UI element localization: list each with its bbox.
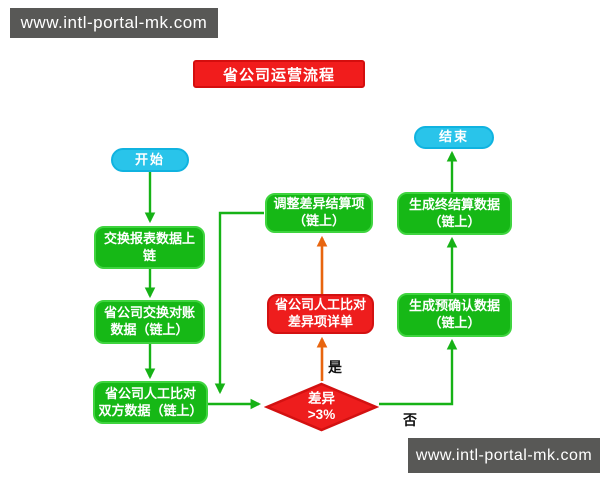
edge-label-no: 否 bbox=[403, 412, 417, 428]
flow-title: 省公司运营流程 bbox=[193, 60, 365, 88]
watermark-bottom-text: www.intl-portal-mk.com bbox=[415, 446, 593, 464]
node-pre-confirm: 生成预确认数据 （链上） bbox=[397, 293, 512, 337]
node-manual-compare-diff-label: 省公司人工比对 差异项详单 bbox=[274, 297, 366, 329]
node-start-label: 开始 bbox=[134, 151, 165, 167]
edge-label-yes: 是 bbox=[328, 359, 342, 375]
flow-title-text: 省公司运营流程 bbox=[222, 66, 335, 84]
watermark-top-text: www.intl-portal-mk.com bbox=[20, 13, 208, 32]
node-exchange-report: 交换报表数据上 链 bbox=[94, 226, 205, 269]
node-manual-compare-label: 省公司人工比对 双方数据（链上） bbox=[98, 385, 203, 418]
node-end-label: 结束 bbox=[438, 129, 469, 145]
node-exchange-reconcile: 省公司交换对账 数据（链上） bbox=[94, 300, 205, 344]
decision-diamond-shape bbox=[264, 382, 379, 432]
node-decision-label: 差异 >3% bbox=[307, 391, 336, 422]
node-manual-compare-diff: 省公司人工比对 差异项详单 bbox=[267, 294, 374, 334]
watermark-top: www.intl-portal-mk.com bbox=[10, 8, 218, 38]
node-manual-compare: 省公司人工比对 双方数据（链上） bbox=[93, 381, 208, 424]
node-decision-diamond: 差异 >3% bbox=[264, 382, 379, 432]
node-end: 结束 bbox=[414, 126, 494, 149]
node-exchange-report-label: 交换报表数据上 链 bbox=[103, 230, 195, 263]
node-pre-confirm-label: 生成预确认数据 （链上） bbox=[408, 298, 500, 330]
node-adjust-diff-label: 调整差异结算项 （链上） bbox=[273, 196, 365, 228]
node-exchange-reconcile-label: 省公司交换对账 数据（链上） bbox=[103, 305, 195, 337]
node-final-settlement: 生成终结算数据 （链上） bbox=[397, 192, 512, 235]
arrow-decision-no-to-preconfirm bbox=[379, 338, 458, 406]
arrow-adjust-loopback bbox=[214, 211, 264, 395]
watermark-bottom: www.intl-portal-mk.com bbox=[408, 438, 600, 473]
node-start: 开始 bbox=[111, 148, 189, 172]
node-adjust-diff: 调整差异结算项 （链上） bbox=[265, 193, 373, 233]
node-final-settlement-label: 生成终结算数据 （链上） bbox=[408, 196, 500, 229]
